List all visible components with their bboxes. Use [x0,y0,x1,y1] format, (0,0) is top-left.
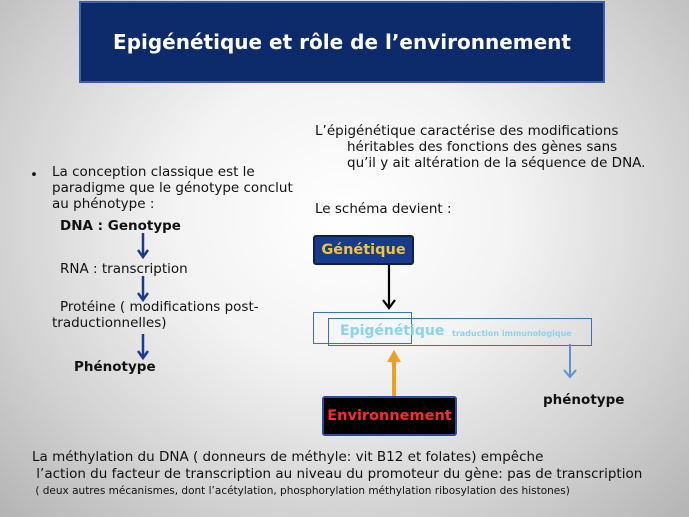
phenotype-left-label: Phénotype [74,359,156,375]
dna-genotype-label: DNA : Genotype [60,218,181,234]
arrow-up-icon [387,350,401,406]
rna-transcription-label: RNA : transcription [60,261,188,277]
protein-label: Protéine ( modifications post- traductio… [52,299,259,331]
slide-title-box: Epigénétique et rôle de l’environnement [79,1,605,83]
phenotype-right-label: phénotype [543,392,625,408]
traduction-label: traduction immunologique [452,329,572,338]
protein-line-1: Protéine ( modifications post- [60,299,259,315]
intro-line-3: au phénotype : [52,196,155,212]
classic-conception-text: La conception classique est le paradigme… [52,164,293,212]
methylation-paragraph: La méthylation du DNA ( donneurs de méth… [32,449,642,500]
protein-line-2: traductionnelles) [52,315,167,331]
arrow-down-icon [563,344,577,379]
intro-line-2: paradigme que le génotype conclut [52,180,293,196]
arrow-down-icon [382,265,396,310]
definition-line-2: héritables des fonctions des gènes sans [347,139,618,155]
intro-line-1: La conception classique est le [52,164,255,180]
bottom-line-1: La méthylation du DNA ( donneurs de méth… [32,449,544,465]
epigenetics-definition: L’épigénétique caractérise des modificat… [315,123,645,171]
environnement-label: Environnement [327,408,452,424]
environnement-box: Environnement [322,396,457,436]
arrow-down-icon [137,334,149,360]
definition-line-1: L’épigénétique caractérise des modificat… [315,123,619,139]
slide-title: Epigénétique et rôle de l’environnement [113,30,571,54]
bottom-line-3: ( deux autres mécanismes, dont l’acétyla… [32,485,570,497]
arrow-down-icon [137,276,149,302]
definition-line-3: qu’il y ait altération de la séquence de… [347,155,646,171]
schema-label: Le schéma devient : [315,201,452,217]
epigenetique-outer-box [313,312,412,344]
arrow-down-icon [137,233,149,259]
epigenetique-label: Epigénétique [340,323,445,339]
bottom-line-2: l’action du facteur de transcription au … [32,466,643,482]
epigenetique-inner-box [328,318,592,346]
genetique-box: Génétique [313,235,414,265]
genetique-label: Génétique [321,242,406,258]
bullet-marker: • [30,167,38,183]
